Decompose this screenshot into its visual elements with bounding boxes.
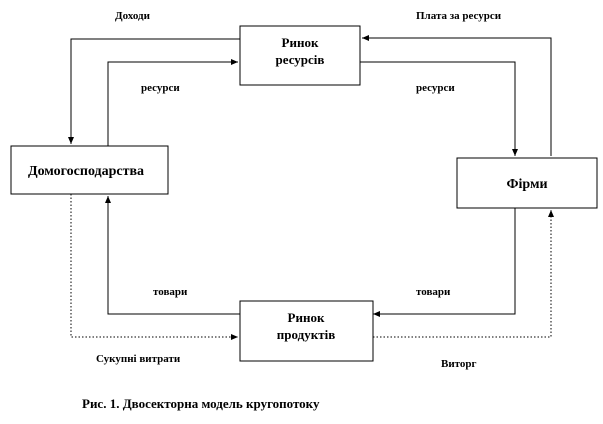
goods-to-market-arrow xyxy=(373,208,516,317)
product-market-line1: Ринок xyxy=(288,310,325,325)
resource-market-node: Ринок ресурсів xyxy=(239,25,361,86)
figure-caption: Рис. 1. Двосекторна модель кругопотоку xyxy=(82,396,320,411)
resources-to-firms-arrow xyxy=(360,61,518,156)
resource-market-line2: ресурсів xyxy=(276,52,325,67)
product-market-node: Ринок продуктів xyxy=(239,300,374,362)
revenue-arrow xyxy=(373,210,554,338)
resources-left-label: ресурси xyxy=(141,82,180,94)
total-spending-label: Сукупні витрати xyxy=(96,353,181,365)
goods-left-label: товари xyxy=(153,286,188,298)
resource-market-line1: Ринок xyxy=(282,35,319,50)
income-flow-arrow xyxy=(68,38,240,144)
goods-right-label: товари xyxy=(416,286,451,298)
resource-payment-arrow xyxy=(362,35,552,156)
households-label: Домогосподарства xyxy=(28,164,144,179)
firms-label: Фірми xyxy=(506,177,547,192)
firms-node: Фірми xyxy=(456,157,598,209)
total-spending-arrow xyxy=(70,194,238,340)
resources-right-label: ресурси xyxy=(416,82,455,94)
product-market-line2: продуктів xyxy=(277,327,335,342)
revenue-label: Виторг xyxy=(441,358,477,370)
income-label: Доходи xyxy=(115,10,151,22)
resource-payment-label: Плата за ресурси xyxy=(416,10,502,22)
resources-to-market-arrow xyxy=(107,59,238,146)
households-node: Домогосподарства xyxy=(10,145,169,195)
goods-to-households-arrow xyxy=(105,196,240,315)
